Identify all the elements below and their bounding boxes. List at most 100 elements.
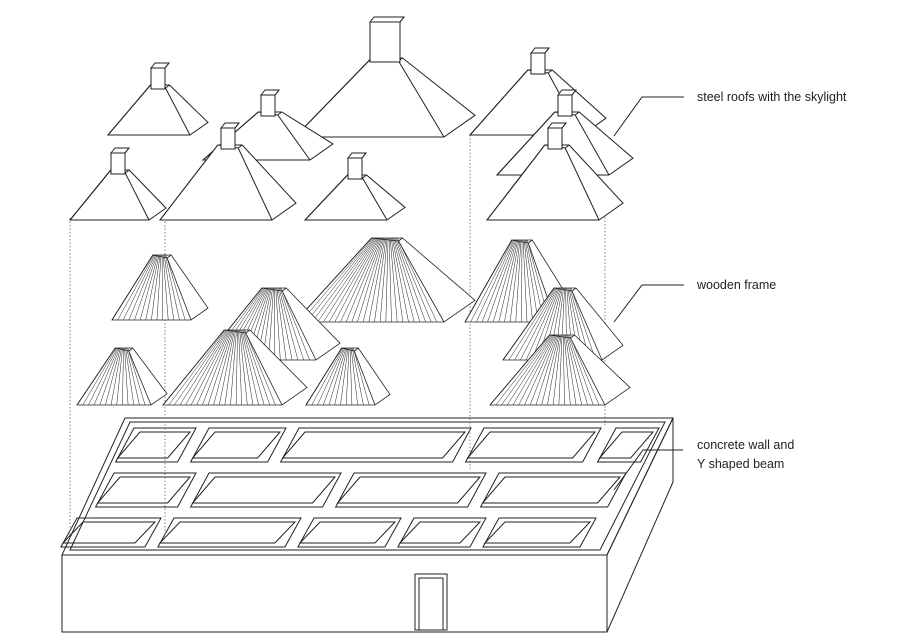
roof-ridge	[166, 254, 172, 259]
roof-ridge	[115, 347, 129, 352]
rafter	[501, 334, 552, 406]
rafter	[241, 329, 259, 406]
rafter	[524, 334, 557, 406]
rafter	[345, 237, 382, 323]
rafter	[163, 254, 175, 321]
base-inner-rim	[69, 421, 666, 551]
rafter	[278, 287, 299, 361]
room-cell-inner	[298, 521, 397, 544]
rafter	[531, 287, 560, 361]
rafter	[82, 347, 117, 406]
rafter	[185, 329, 229, 406]
rafter	[311, 237, 375, 323]
rafter	[508, 287, 556, 361]
rafter	[349, 347, 353, 406]
roof-hip	[486, 144, 546, 221]
skylight-box	[369, 21, 401, 63]
skylight-box	[150, 67, 166, 90]
roof-outline	[293, 57, 476, 138]
roof-ridge	[124, 169, 130, 174]
base-top-face	[61, 417, 674, 556]
roof-ridge	[245, 329, 251, 334]
rafter	[351, 347, 364, 406]
rafter	[345, 347, 350, 406]
roof-hip	[362, 177, 388, 221]
roof-hip	[245, 332, 283, 406]
skylight-box	[547, 127, 563, 150]
room-cell-inner	[281, 431, 467, 459]
rafter	[165, 254, 186, 321]
room-cell	[334, 472, 487, 508]
rafter	[563, 334, 571, 406]
roof-hip	[162, 329, 225, 406]
rafter	[202, 329, 232, 406]
roof-hip	[281, 290, 317, 361]
roof-ridge	[362, 174, 367, 179]
roof-hip	[111, 254, 154, 321]
roof-hip	[294, 237, 372, 323]
room-cell	[94, 472, 197, 508]
rafter	[394, 237, 421, 323]
rafter	[529, 334, 558, 406]
rafter	[504, 239, 520, 323]
wooden-frame	[111, 254, 209, 321]
roof-hip	[489, 334, 550, 406]
wooden-frame	[162, 329, 308, 406]
room-cell	[397, 517, 487, 548]
rafter	[156, 254, 162, 321]
rafter	[562, 334, 565, 406]
rafter	[340, 347, 349, 406]
roof	[293, 16, 476, 138]
rafter	[368, 237, 386, 323]
leader-wall	[613, 449, 683, 491]
rafter	[117, 254, 155, 321]
concrete-base	[60, 417, 674, 633]
room-cell	[157, 517, 302, 548]
roof-hip	[128, 350, 152, 406]
roof-ridge	[564, 144, 570, 149]
roof-hip	[69, 169, 112, 221]
rafter	[280, 287, 310, 361]
rafter	[190, 329, 230, 406]
leader-roofs	[613, 96, 684, 137]
wooden-frame	[489, 334, 631, 406]
room-cell-inner	[598, 431, 655, 459]
rafter	[334, 237, 379, 323]
rafter	[569, 334, 600, 406]
rafter	[300, 237, 373, 323]
room-cell-inner	[158, 521, 297, 544]
roof-hip	[166, 257, 192, 321]
roof-ridge	[547, 69, 553, 74]
room-cell-inner	[483, 521, 592, 544]
room-cell-inner	[466, 431, 597, 459]
rafter	[525, 287, 559, 361]
room-cell	[60, 517, 162, 548]
roof-hip	[165, 87, 191, 136]
roof-outline	[111, 254, 209, 321]
roof-hip	[398, 60, 445, 138]
rafter	[495, 334, 551, 406]
skylight-top	[368, 16, 406, 23]
roof-hip	[159, 144, 219, 221]
rafter	[535, 334, 559, 406]
rafter	[93, 347, 119, 406]
rafter	[105, 347, 121, 406]
skylight-edge	[571, 89, 577, 96]
rafter	[317, 347, 345, 406]
skylight-edge	[561, 122, 567, 129]
roof-hip	[237, 147, 273, 221]
roof-outline	[68, 169, 167, 221]
room-cell-inner	[481, 476, 622, 504]
rafter	[565, 334, 577, 406]
rafter	[275, 287, 281, 361]
room-cell-inner	[191, 431, 282, 459]
rafter	[476, 239, 515, 323]
skylight-top	[149, 62, 171, 69]
rafter	[161, 254, 163, 321]
rafter	[322, 347, 346, 406]
room-cell	[114, 427, 197, 463]
roof-outline	[76, 347, 168, 406]
leader-lines	[613, 96, 684, 491]
